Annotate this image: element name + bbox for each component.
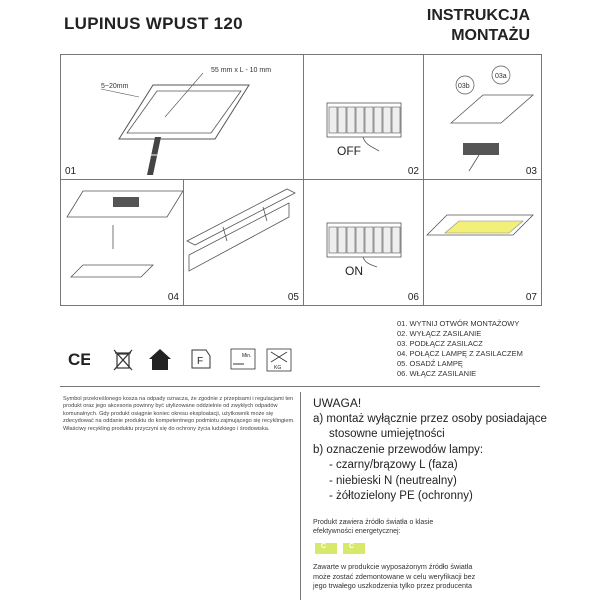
list-item: 05. OSADŹ LAMPĘ — [397, 359, 463, 368]
warning-item-a: a) montaż wyłącznie przez osoby posiadaj… — [313, 412, 547, 425]
panel-06: ON 06 — [303, 179, 423, 305]
energy-class-label: C — [321, 543, 327, 550]
list-item: 04. POŁĄCZ LAMPĘ Z ZASILACZEM — [397, 349, 523, 358]
indoor-use-icon — [149, 349, 171, 370]
certification-icons: CE F Min. KG — [60, 340, 300, 380]
list-item: 03. PODŁĄCZ ZASILACZ — [397, 339, 483, 348]
recycling-notice: Symbol przekreślonego kosza na odpady oz… — [63, 396, 295, 432]
panel-01-annotation-size: 55 mm x L - 10 mm — [211, 67, 271, 74]
list-item: 01. WYTNIJ OTWÓR MONTAŻOWY — [397, 319, 520, 328]
grid-divider-vertical — [303, 55, 304, 179]
svg-text:F: F — [197, 356, 203, 367]
document-title: INSTRUKCJA MONTAŻU — [427, 6, 530, 46]
warning-item-b: b) oznaczenie przewodów lampy: — [313, 443, 484, 456]
panel-04: 04 — [61, 179, 183, 305]
note-line: jego trwałego uszkodzenia tylko przez pr… — [313, 581, 473, 590]
label-03b: 03b — [458, 83, 470, 90]
switch-on-label: ON — [345, 264, 363, 278]
installation-steps-list: 01. WYTNIJ OTWÓR MONTAŻOWY 02. WYŁĄCZ ZA… — [397, 319, 523, 379]
column-divider — [300, 392, 301, 600]
svg-text:CE: CE — [68, 350, 90, 369]
warning-heading: UWAGA! — [313, 396, 362, 410]
terminal-block-on-illustration: ON — [326, 222, 402, 278]
note-line: Zawarte w produkcie wyposażonym źródło ś… — [313, 562, 473, 571]
panel-number: 07 — [525, 292, 537, 303]
panel-number: 03 — [525, 166, 537, 177]
wire-item: - niebieski N (neutrealny) — [329, 474, 457, 487]
svg-text:Min.: Min. — [242, 353, 251, 359]
f-mark-icon: F — [191, 349, 211, 369]
grid-divider-vertical — [303, 179, 304, 305]
panel-03: 03a 03b 03 — [423, 55, 541, 179]
installed-lamp-illustration — [426, 214, 534, 236]
document-title-line2: MONTAŻU — [451, 27, 530, 44]
panel-02: OFF 02 — [303, 55, 423, 179]
cutout-illustration: 5~20mm 55 mm x L - 10 mm — [100, 67, 271, 175]
weee-bin-icon — [113, 349, 133, 371]
grid-divider-vertical — [423, 55, 424, 305]
warning-block: UWAGA! a) montaż wyłącznie przez osoby p… — [313, 396, 547, 505]
panel-number: 06 — [407, 292, 419, 303]
list-item: 02. WYŁĄCZ ZASILANIE — [397, 329, 482, 338]
min-distance-icon: Min. — [230, 348, 256, 370]
label-03a: 03a — [495, 73, 507, 80]
switch-off-label: OFF — [337, 144, 361, 158]
list-item: 06. WŁĄCZ ZASILANIE — [397, 369, 477, 378]
ce-mark-icon: CE — [68, 350, 90, 369]
note-line: może zostać zdemontowane w celu weryfika… — [313, 571, 476, 581]
efficiency-line: efektywności energetycznej: — [313, 528, 401, 535]
connect-driver-illustration: 03a 03b — [449, 65, 535, 172]
panel-07: 07 — [423, 179, 541, 305]
instruction-panels-grid: 5~20mm 55 mm x L - 10 mm 01 OFF 02 — [60, 54, 542, 306]
panel-number: 02 — [407, 166, 419, 177]
grid-divider-horizontal — [61, 179, 541, 180]
grid-divider-vertical — [183, 179, 184, 305]
efficiency-line: Produkt zawiera źródło światła o klasie — [313, 519, 434, 526]
energy-class-badge: C — [343, 543, 365, 554]
kg-icon: KG — [266, 348, 292, 372]
energy-efficiency-text: Produkt zawiera źródło światła o klasie … — [313, 518, 433, 536]
connect-lamp-illustration — [66, 190, 183, 278]
panel-number: 05 — [287, 292, 299, 303]
insert-lamp-illustration — [186, 188, 296, 272]
panel-number: 04 — [167, 292, 179, 303]
wire-item: - czarny/brązowy L (faza) — [329, 459, 458, 471]
panel-05: 05 — [183, 179, 303, 305]
section-divider — [60, 386, 540, 387]
light-source-note: Zawarte w produkcie wyposażonym źródło ś… — [313, 562, 475, 591]
panel-01: 5~20mm 55 mm x L - 10 mm 01 — [61, 55, 303, 179]
terminal-block-off-illustration: OFF — [326, 102, 402, 158]
panel-number: 01 — [65, 166, 77, 177]
energy-class-badge: C — [315, 543, 337, 554]
document-title-line1: INSTRUKCJA — [426, 7, 530, 24]
warning-item-a-cont: stosowne umiejętności — [329, 428, 445, 440]
product-title: LUPINUS WPUST 120 — [64, 14, 243, 33]
wire-item: - żółtozielony PE (ochronny) — [329, 490, 473, 502]
svg-text:KG: KG — [274, 365, 281, 371]
panel-01-annotation-depth: 5~20mm — [101, 83, 129, 90]
energy-class-label: C — [349, 543, 355, 550]
